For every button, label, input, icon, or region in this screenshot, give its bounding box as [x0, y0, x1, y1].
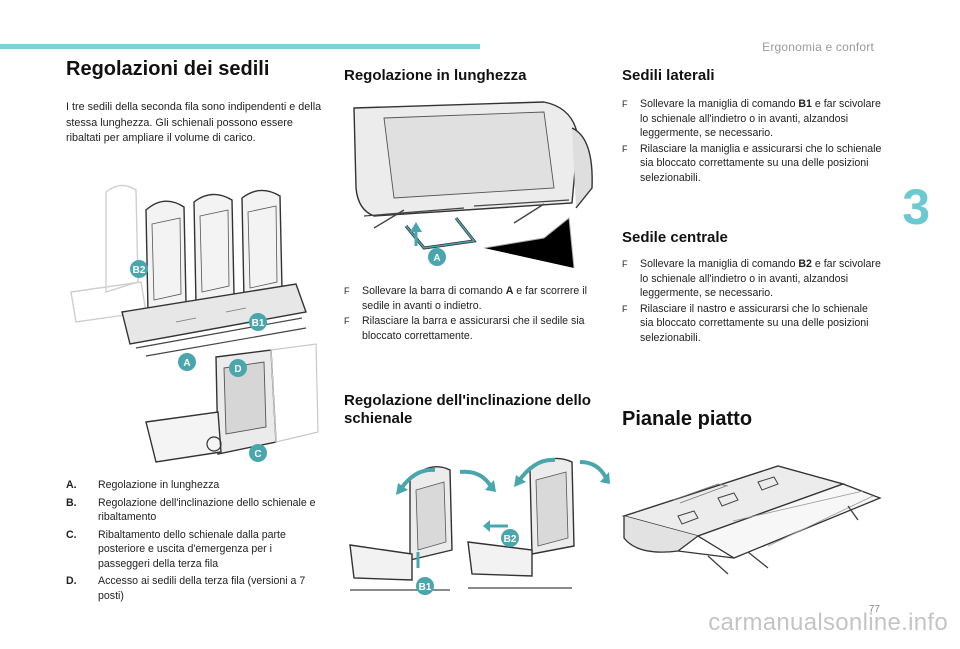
svg-text:C: C: [254, 449, 261, 460]
label-c-marker: C: [249, 444, 267, 462]
svg-text:B2: B2: [133, 265, 146, 276]
svg-text:A: A: [183, 358, 190, 369]
label-d-marker: D: [229, 359, 247, 377]
legend-item: A.Regolazione in lunghezza: [66, 479, 220, 491]
chapter-number: 3: [902, 179, 930, 235]
flat-floor-illustration: [621, 465, 882, 575]
section-title-flat-floor: Pianale piatto: [622, 408, 753, 430]
label-b2-marker: B2: [501, 529, 519, 547]
label-b1-marker: B1: [249, 313, 267, 331]
header-accent-bar: [0, 44, 480, 49]
legend-item: C.Ribaltamento dello schienale dalla par…: [66, 528, 286, 570]
page-number: 77: [868, 604, 880, 615]
svg-text:A: A: [433, 253, 440, 264]
svg-text:B1: B1: [419, 582, 432, 593]
label-a-marker: A: [428, 248, 446, 266]
figure-legend: A.Regolazione in lunghezza B.Regolazione…: [66, 478, 326, 606]
legend-item: D.Accesso ai sedili della terza fila (ve…: [66, 575, 306, 602]
svg-text:B1: B1: [252, 318, 265, 329]
section-title-incline: Regolazione dell'inclinazione dello schi…: [344, 392, 591, 427]
label-a-marker: A: [178, 353, 196, 371]
intro-paragraph: I tre sedili della seconda fila sono ind…: [66, 101, 322, 144]
page-title: Regolazioni dei sedili: [66, 58, 270, 80]
section-title-length: Regolazione in lunghezza: [344, 67, 527, 84]
section-title-central: Sedile centrale: [622, 229, 728, 246]
legend-item: B.Regolazione dell'inclinazione dello sc…: [66, 496, 316, 524]
section-header-title: Ergonomia e confort: [762, 40, 874, 54]
svg-text:D: D: [234, 364, 241, 375]
watermark: carmanualsonline.info: [708, 609, 948, 636]
label-b1-marker: B1: [416, 577, 434, 595]
label-b2-marker: B2: [130, 260, 148, 278]
length-adjust-illustration: A: [353, 101, 593, 269]
section-title-lateral: Sedili laterali: [622, 67, 715, 84]
svg-text:B2: B2: [504, 534, 517, 545]
incline-adjust-illustration: B1 B2: [349, 457, 610, 595]
seats-overview-illustration: B2 B1 A D C: [70, 184, 319, 463]
